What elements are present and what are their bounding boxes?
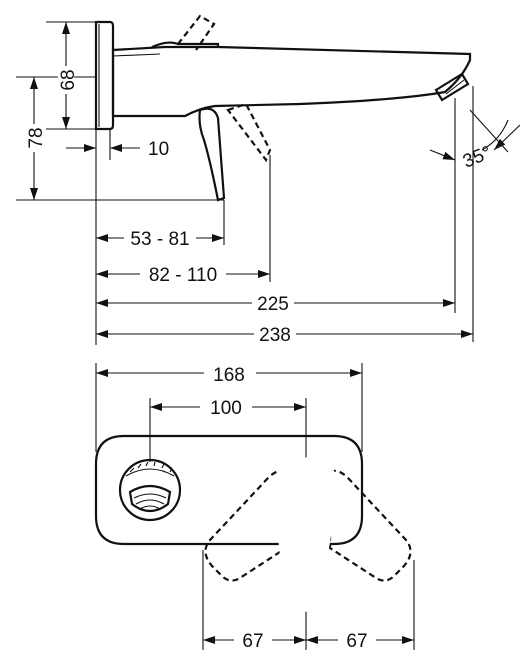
dim-67-right: 67 (346, 631, 367, 652)
lever-dashed-right (328, 469, 412, 582)
dim-35-deg: 35° (460, 142, 495, 172)
dim-68: 68 (58, 69, 79, 90)
lever-dashed (226, 102, 272, 163)
side-view: 68 78 10 35° 53 - 81 82 - 110 225 238 (16, 14, 521, 346)
dim-82-110: 82 - 110 (149, 265, 217, 286)
temperature-knob (118, 458, 182, 522)
dim-67-left: 67 (242, 631, 263, 652)
aerator (434, 72, 470, 102)
dim-78: 78 (26, 127, 47, 148)
lever-dashed-left (204, 469, 288, 582)
dim-168: 168 (213, 365, 245, 386)
dim-53-81: 53 - 81 (130, 229, 189, 250)
dim-100: 100 (210, 398, 242, 419)
dim-238: 238 (259, 325, 291, 346)
front-plate (94, 434, 364, 546)
lever-solid (198, 107, 226, 202)
front-view: 168 100 67 67 (94, 361, 415, 652)
wall-plate (94, 20, 115, 131)
lever-solid-front (273, 457, 339, 612)
spout (111, 45, 472, 118)
dim-225: 225 (257, 294, 289, 315)
dim-10: 10 (148, 139, 169, 160)
